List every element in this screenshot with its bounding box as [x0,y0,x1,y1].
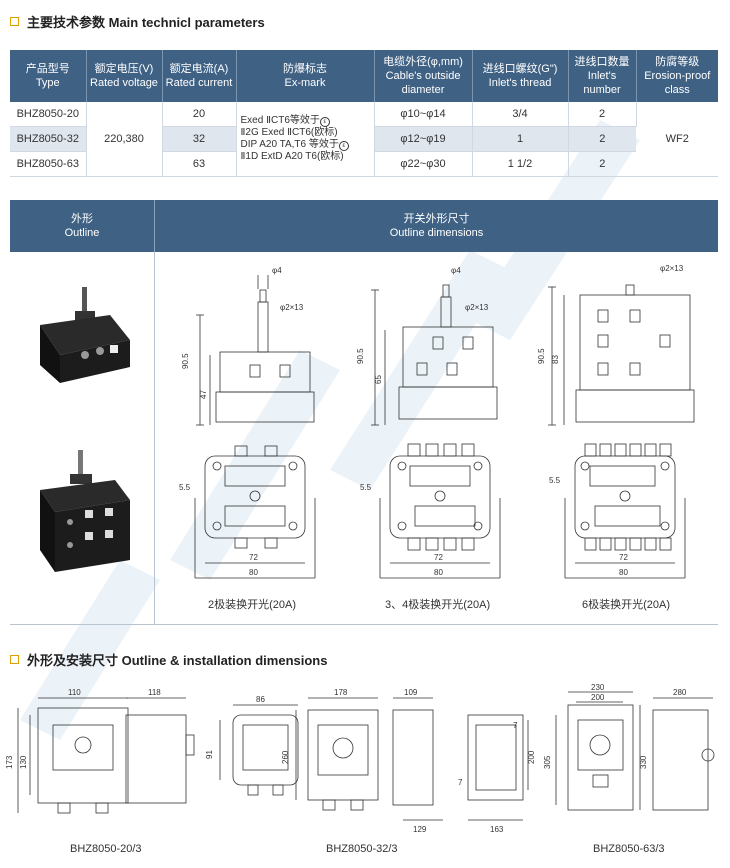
dim-d-200: 200 [527,750,536,764]
dim-e-330: 330 [639,755,648,769]
dim-width-72: 72 [619,553,628,562]
caption-6pole: 6极装换开光(20A) [582,599,671,611]
dim-width-80: 80 [249,568,258,577]
dim-width-72: 72 [434,553,443,562]
dim-height-body: 65 [374,375,383,384]
dim-a-width: 110 [68,688,81,697]
ex-symbol-icon: ε [338,141,349,151]
drawing-6pole-side: φ2×13 90.5 83 [537,264,695,426]
header-cable: 电缆外径(φ,mm)Cable's outside diameter [374,50,473,102]
caption-34pole: 3、4极装换开光(20A) [385,599,491,611]
dim-hole: φ2×13 [465,303,489,312]
dim-width-80: 80 [619,568,628,577]
outline-divider [154,252,155,624]
label-model-b: BHZ8050-32/3 [326,843,398,855]
dim-c-depth: 109 [404,688,418,697]
cell-current: 32 [162,126,237,152]
cell-current: 63 [162,151,237,177]
product-photo-2pole [40,287,130,383]
cell-type: BHZ8050-63 [10,151,87,177]
dim-d-163: 163 [490,825,504,834]
dim-width-72: 72 [249,553,258,562]
dim-offset: 5.5 [179,483,191,492]
cell-type: BHZ8050-32 [10,126,87,152]
dim-b-height: 91 [205,750,214,759]
cell-number: 2 [568,126,636,152]
cell-type: BHZ8050-20 [10,102,87,127]
dim-e-305: 305 [543,755,552,769]
dim-a-depth: 118 [148,688,161,697]
cell-erosion: WF2 [636,102,718,177]
dim-hole: φ2×13 [660,264,684,273]
dim-c-base: 129 [413,825,427,834]
drawing-34pole-top: 5.5 72 80 [360,443,501,579]
dim-height-total: 90.5 [537,348,546,364]
drawing-2pole-side: φ4 φ2×13 90.5 47 [181,266,315,426]
dim-a-h2: 130 [19,755,28,769]
dim-height-total: 90.5 [181,353,190,369]
header-thread: 进线口螺纹(G")Inlet's thread [472,50,569,102]
label-model-c: BHZ8050-63/3 [593,843,665,855]
ex-symbol-icon: ε [319,117,330,127]
dim-width-80: 80 [434,568,443,577]
outline-area [10,252,718,625]
dim-e-280: 280 [673,688,687,697]
cell-number: 2 [568,102,637,127]
cell-thread: 1 [472,126,569,152]
cell-thread: 1 1/2 [472,151,569,177]
dim-c-width: 178 [334,688,348,697]
drawing-34pole-side: φ4 φ2×13 90.5 65 [356,266,498,426]
table-row: BHZ8050-63 63 φ22~φ30 1 1/2 2 [10,151,718,177]
caption-2pole: 2极装换开光(20A) [208,599,297,611]
square-bullet-icon [10,17,19,26]
cell-number: 2 [568,151,636,177]
product-photo-multipole [40,450,130,572]
dim-phi4: φ4 [451,266,461,275]
dim-c-height: 260 [281,750,290,764]
drawing-6pole-top: 5.5 72 80 [549,443,686,579]
header-current: 额定电流(A)Rated current [162,50,237,102]
dim-phi4: φ4 [272,266,282,275]
table-row: BHZ8050-32 32 φ12~φ19 1 2 [10,126,718,152]
dim-height-body: 47 [199,390,208,399]
cell-cable: φ22~φ30 [374,151,473,177]
square-bullet-icon [10,655,19,664]
dim-b-width: 86 [256,695,265,704]
label-model-a: BHZ8050-20/3 [70,843,142,855]
cell-cable: φ12~φ19 [374,126,473,152]
dim-d-7a: 7 [513,721,518,730]
section-title-installation: 外形及安装尺寸 Outline & installation dimension… [10,650,327,669]
cell-voltage: 220,380 [86,102,163,177]
dim-offset: 5.5 [549,476,561,485]
installation-drawings: 110 118 173 130 86 91 178 260 109 129 7 … [5,683,715,834]
dim-height-body: 83 [551,355,560,364]
dim-height-total: 90.5 [356,348,365,364]
dim-e-230: 230 [591,683,605,692]
header-voltage: 额定电压(V)Rated voltage [86,50,163,102]
cell-current: 20 [162,102,237,127]
dim-a-h1: 173 [5,755,14,769]
section-title-parameters: 主要技术参数 Main technicl parameters [10,12,265,31]
drawing-2pole-top: 5.5 72 80 [179,445,316,579]
cell-cable: φ10~φ14 [374,102,473,127]
cell-thread: 3/4 [472,102,569,127]
dim-d-7b: 7 [458,778,463,787]
dim-offset: 5.5 [360,483,372,492]
dim-e-200: 200 [591,693,605,702]
dim-hole: φ2×13 [280,303,304,312]
